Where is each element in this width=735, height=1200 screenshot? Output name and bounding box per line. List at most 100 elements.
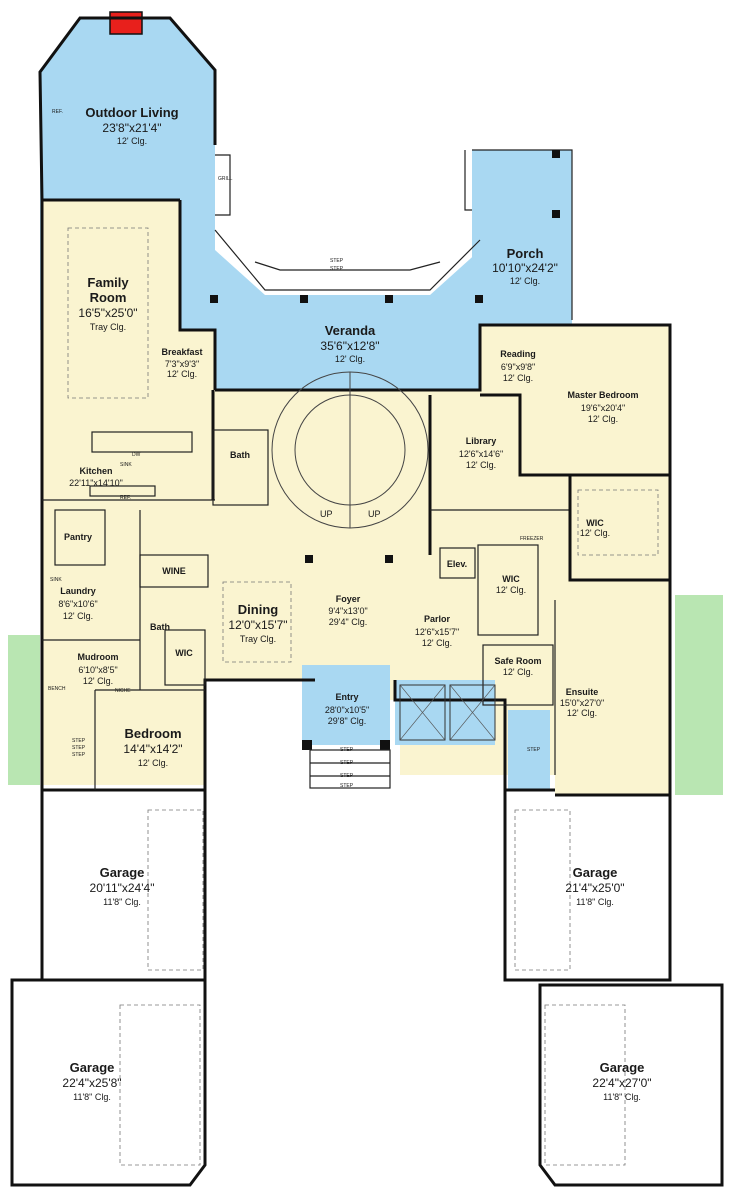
kitchen-island — [91, 431, 193, 453]
svg-text:Veranda: Veranda — [325, 323, 376, 338]
svg-text:19'6"x20'4": 19'6"x20'4" — [581, 403, 625, 413]
porch-outline — [472, 149, 573, 320]
svg-text:12' Clg.: 12' Clg. — [335, 354, 365, 364]
room-garage-right-lower: Garage 22'4"x27'0" 11'8" Clg. — [592, 1060, 651, 1102]
label-freezer: FREEZER — [520, 536, 544, 542]
side-entry — [508, 710, 550, 790]
svg-text:12' Clg.: 12' Clg. — [503, 373, 533, 383]
room-mudroom: Mudroom 6'10"x8'5" 12' Clg. — [78, 652, 119, 686]
svg-text:11'8" Clg.: 11'8" Clg. — [103, 897, 141, 907]
svg-text:Room: Room — [90, 290, 127, 305]
veranda-edge — [214, 229, 481, 291]
entry-window — [399, 684, 446, 741]
north-interior-wall — [215, 323, 672, 475]
svg-text:Kitchen: Kitchen — [79, 466, 112, 476]
label-step: STEP — [72, 745, 86, 751]
label-step: STEP — [340, 783, 354, 789]
label-step: STEP — [72, 752, 86, 758]
porch-trellis — [464, 150, 472, 211]
svg-text:Porch: Porch — [507, 246, 544, 261]
wic-mid-box — [477, 544, 539, 636]
svg-text:Tray Clg.: Tray Clg. — [90, 322, 126, 332]
garage-door-right — [514, 809, 571, 971]
room-breakfast: Breakfast 7'3"x9'3" 12' Clg. — [161, 347, 202, 379]
wic-master-wall — [568, 475, 670, 582]
svg-text:Garage: Garage — [600, 1060, 645, 1075]
room-ensuite: Ensuite 15'0"x27'0" 12' Clg. — [560, 687, 604, 718]
svg-text:Ensuite: Ensuite — [566, 687, 599, 697]
svg-text:12'0"x15'7": 12'0"x15'7" — [228, 618, 287, 632]
label-step: STEP — [330, 258, 344, 264]
label-step: STEP — [340, 747, 354, 753]
entry-steps — [309, 749, 391, 789]
svg-text:12' Clg.: 12' Clg. — [503, 667, 533, 677]
svg-text:20'11"x24'4": 20'11"x24'4" — [90, 881, 155, 895]
svg-text:16'5"x25'0": 16'5"x25'0" — [78, 306, 137, 320]
room-master-bedroom: Master Bedroom 19'6"x20'4" 12' Clg. — [567, 390, 638, 424]
room-veranda: Veranda 35'6"x12'8" 12' Clg. — [320, 323, 379, 364]
room-outdoor-living: Outdoor Living 23'8"x21'4" 12' Clg. — [85, 105, 178, 146]
entry-area — [302, 665, 390, 745]
column — [552, 150, 560, 158]
column — [305, 555, 313, 563]
svg-text:Dining: Dining — [238, 602, 278, 617]
room-garage-right-upper: Garage 21'4"x25'0" 11'8" Clg. — [565, 865, 624, 907]
svg-text:35'6"x12'8": 35'6"x12'8" — [320, 339, 379, 353]
south-wall-left — [42, 678, 315, 792]
svg-text:14'4"x14'2": 14'4"x14'2" — [123, 742, 182, 756]
svg-text:Library: Library — [466, 436, 497, 446]
svg-text:WIC: WIC — [586, 518, 604, 528]
family-tray — [67, 227, 149, 399]
svg-text:29'4" Clg.: 29'4" Clg. — [329, 617, 367, 627]
column — [385, 295, 393, 303]
svg-text:12' Clg.: 12' Clg. — [466, 460, 496, 470]
svg-text:12' Clg.: 12' Clg. — [567, 708, 597, 718]
svg-text:12' Clg.: 12' Clg. — [138, 758, 168, 768]
south-wall-right — [393, 680, 555, 792]
svg-text:Laundry: Laundry — [60, 586, 96, 596]
svg-text:Garage: Garage — [573, 865, 618, 880]
svg-text:12' Clg.: 12' Clg. — [117, 136, 147, 146]
svg-text:21'4"x25'0": 21'4"x25'0" — [565, 881, 624, 895]
garage-door-left — [147, 809, 204, 971]
svg-text:Bedroom: Bedroom — [124, 726, 181, 741]
label-ref-outdoor: REF. — [52, 109, 63, 115]
room-parlor: Parlor 12'6"x15'7" 12' Clg. — [415, 614, 459, 648]
svg-text:22'4"x27'0": 22'4"x27'0" — [592, 1076, 651, 1090]
svg-text:11'8" Clg.: 11'8" Clg. — [576, 897, 614, 907]
svg-text:Entry: Entry — [335, 692, 358, 702]
svg-text:29'8" Clg.: 29'8" Clg. — [328, 716, 366, 726]
svg-text:Tray Clg.: Tray Clg. — [240, 634, 276, 644]
svg-text:Parlor: Parlor — [424, 614, 451, 624]
label-step: STEP — [527, 747, 541, 753]
svg-text:12' Clg.: 12' Clg. — [580, 528, 610, 538]
room-garage-left-upper: Garage 20'11"x24'4" 11'8" Clg. — [90, 865, 155, 907]
room-laundry: Laundry 8'6"x10'6" 12' Clg. — [58, 586, 97, 621]
side-stair-left — [8, 635, 40, 785]
column — [552, 210, 560, 218]
room-wic-lower: WIC — [175, 648, 193, 658]
room-bath-lower: Bath — [150, 622, 170, 632]
porch-area — [472, 150, 572, 330]
column — [380, 740, 390, 750]
svg-text:Outdoor Living: Outdoor Living — [85, 105, 178, 120]
svg-text:22'4"x25'8": 22'4"x25'8" — [62, 1076, 121, 1090]
room-family-room: Family Room 16'5"x25'0" Tray Clg. — [78, 275, 137, 332]
wic-tray — [577, 489, 659, 556]
dining-tray — [222, 581, 292, 663]
svg-text:9'4"x13'0": 9'4"x13'0" — [328, 606, 367, 616]
svg-text:6'10"x8'5": 6'10"x8'5" — [78, 665, 117, 675]
svg-text:Family: Family — [87, 275, 129, 290]
label-step: STEP — [340, 760, 354, 766]
bath-upper-box — [212, 429, 269, 506]
grill-counter — [215, 154, 231, 216]
entry-window — [449, 684, 496, 741]
label-bench: BENCH — [48, 686, 66, 692]
main-interior — [42, 200, 670, 795]
west-exterior-wall — [178, 200, 217, 390]
svg-text:Safe Room: Safe Room — [494, 656, 541, 666]
side-stair-right — [675, 595, 723, 795]
room-wic-mid: WIC 12' Clg. — [496, 574, 526, 595]
svg-text:Garage: Garage — [100, 865, 145, 880]
column — [300, 295, 308, 303]
